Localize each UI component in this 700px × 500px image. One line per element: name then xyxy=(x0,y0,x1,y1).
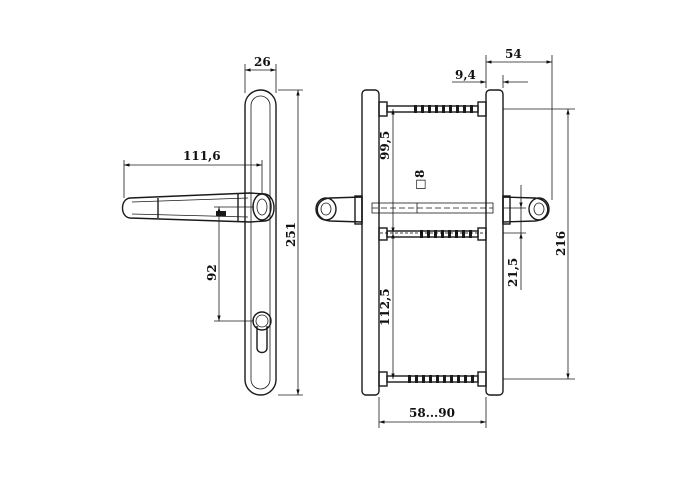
dim-plate-length: 251 xyxy=(284,222,298,247)
middle-screw xyxy=(378,227,487,241)
dim-door-thickness: 58...90 xyxy=(409,406,455,420)
side-view: 54 9,4 99,5 □ 8 216 21,5 112,5 5 xyxy=(315,47,575,428)
svg-text:8: 8 xyxy=(413,170,427,178)
lever-handle xyxy=(121,192,275,223)
right-handle-end xyxy=(502,195,550,225)
dim-rose-thickness: 9,4 xyxy=(455,68,476,82)
left-handle-end xyxy=(315,195,363,225)
inner-plate xyxy=(361,89,380,396)
upper-screw xyxy=(378,101,487,117)
front-view: 26 111,6 251 92 xyxy=(121,55,303,396)
dim-handle-projection: 111,6 xyxy=(183,149,221,163)
dim-fixing-centers: 216 xyxy=(554,231,568,256)
back-plate-outline xyxy=(244,89,277,396)
back-plate-inner xyxy=(250,95,271,390)
outer-plate xyxy=(485,89,504,396)
square-size-label: □ 8 xyxy=(413,170,427,190)
lower-screw xyxy=(378,371,487,387)
dim-plate-width: 26 xyxy=(254,55,271,69)
dim-upper-fixing: 99,5 xyxy=(378,131,392,160)
dim-lower-fixing: 112,5 xyxy=(378,288,392,326)
cylinder-hole xyxy=(252,311,272,354)
svg-text:□: □ xyxy=(413,179,427,190)
dim-rose-offset: 21,5 xyxy=(506,258,520,287)
square-spindle xyxy=(371,202,494,214)
dim-total-depth: 54 xyxy=(505,47,522,61)
dim-center-distance: 92 xyxy=(205,264,219,281)
